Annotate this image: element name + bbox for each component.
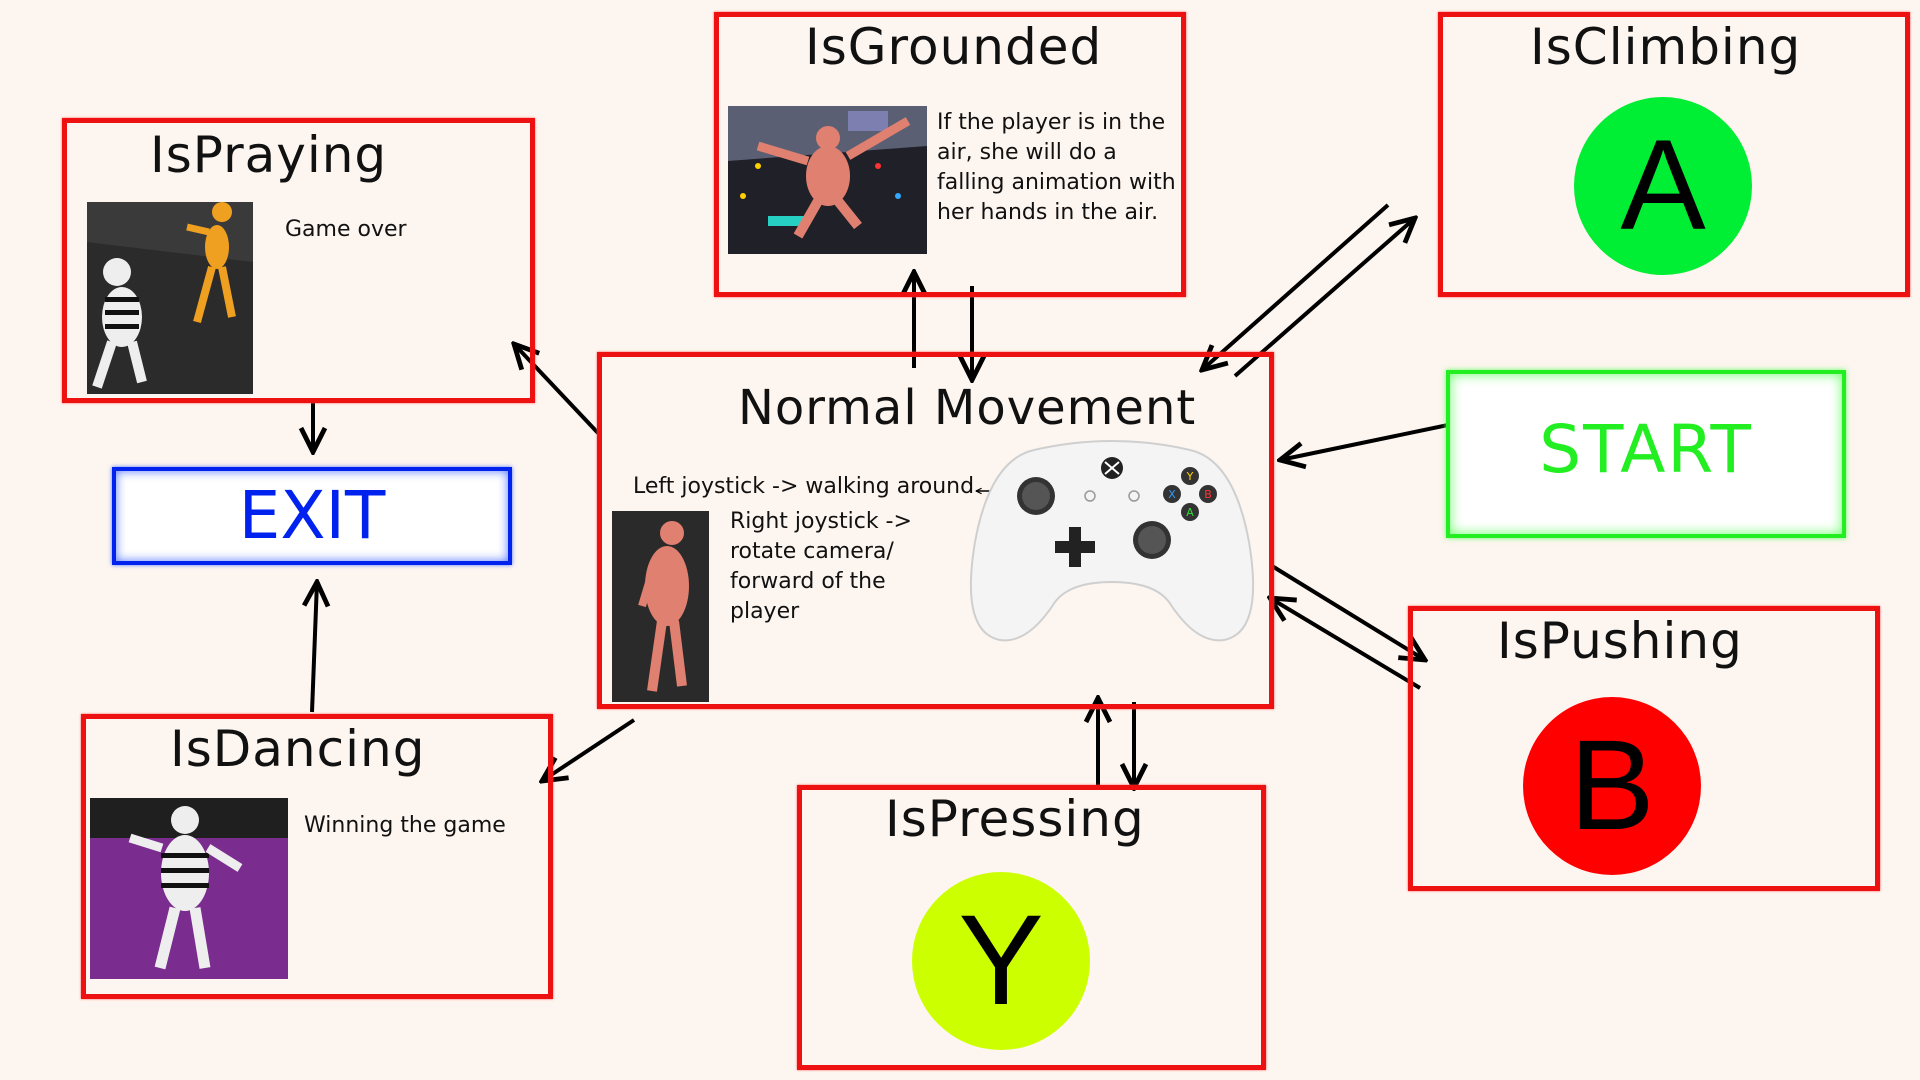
svg-text:Y: Y: [1186, 470, 1194, 483]
face-button-y-icon: [1181, 467, 1199, 485]
left-joystick-text: Left joystick -> walking around: [633, 474, 975, 499]
node-is-praying-title: IsPraying: [150, 126, 388, 184]
arrow-normal-to-dancing: [542, 718, 636, 781]
node-is-pushing: [1408, 606, 1880, 891]
exit-box: [112, 467, 512, 565]
arrow-normal-to-pushing: [1270, 564, 1425, 660]
dpad-icon: [1055, 527, 1095, 567]
praying-description: Game over: [285, 217, 407, 242]
node-is-praying: [62, 118, 535, 403]
node-is-pushing-title: IsPushing: [1497, 612, 1743, 670]
node-is-grounded: [714, 12, 1186, 297]
xbox-controller-icon: Y X B A: [964, 432, 1260, 644]
node-is-dancing-title: IsDancing: [170, 720, 426, 778]
start-box: [1446, 370, 1846, 538]
node-normal-movement: [597, 352, 1274, 709]
node-is-grounded-title: IsGrounded: [805, 18, 1103, 76]
right-joystick-text: Right joystick -> rotate camera/ forward…: [730, 509, 912, 624]
button-y-icon: Y: [912, 872, 1090, 1050]
arrow-normal-to-climbing: [1233, 218, 1415, 378]
grounded-thumbnail: [728, 106, 927, 254]
praying-thumbnail: [87, 202, 253, 394]
node-is-climbing-title: IsClimbing: [1530, 18, 1802, 76]
dancing-thumbnail: [90, 798, 288, 979]
button-y-label: Y: [958, 889, 1044, 1032]
svg-text:X: X: [1168, 488, 1176, 501]
arrow-start-to-normal: [1280, 418, 1473, 460]
node-is-pressing: [797, 785, 1266, 1070]
start-label: START: [1539, 411, 1753, 488]
svg-text:A: A: [1186, 506, 1194, 519]
face-button-a-icon: [1181, 503, 1199, 521]
arrow-dancing-to-exit: [312, 582, 317, 713]
face-button-b-icon: [1199, 485, 1217, 503]
arrow-pushing-to-normal: [1270, 598, 1422, 690]
button-a-icon: A: [1574, 97, 1752, 275]
normal-movement-thumbnail: [612, 511, 709, 702]
node-is-dancing: [81, 714, 553, 999]
node-normal-movement-title: Normal Movement: [738, 380, 1197, 436]
arrow-normal-to-praying: [514, 344, 600, 435]
face-button-x-icon: [1163, 485, 1181, 503]
arrow-climbing-to-normal: [1202, 203, 1390, 370]
node-is-pressing-title: IsPressing: [885, 790, 1145, 848]
svg-text:B: B: [1204, 488, 1212, 501]
dancing-description: Winning the game: [304, 813, 506, 838]
exit-label: EXIT: [238, 477, 386, 554]
button-b-icon: B: [1523, 697, 1701, 875]
node-is-climbing: [1438, 12, 1910, 297]
grounded-description: If the player is in the air, she will do…: [937, 110, 1176, 225]
button-a-label: A: [1620, 114, 1706, 257]
button-b-label: B: [1569, 714, 1655, 857]
